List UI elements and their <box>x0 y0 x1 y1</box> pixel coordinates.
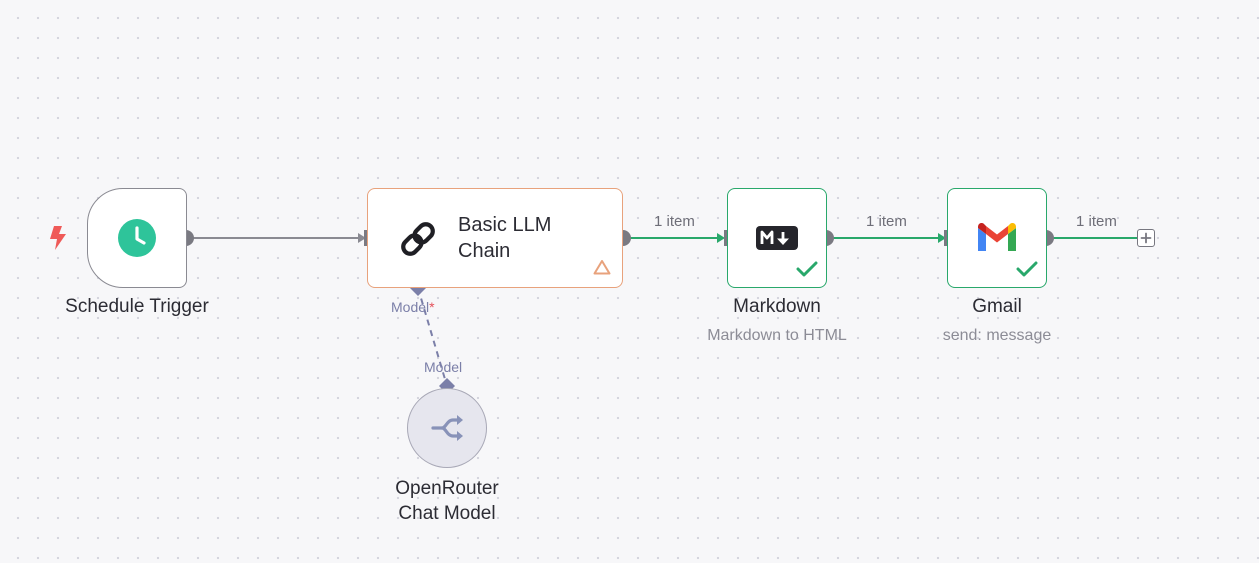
openrouter-label-line2: Chat Model <box>398 503 496 524</box>
model-input-label-text: Model <box>391 299 430 315</box>
openrouter-label-line1: OpenRouter <box>395 478 499 499</box>
openrouter-chat-model-node[interactable] <box>407 388 487 468</box>
edge-arrowhead <box>358 233 366 243</box>
basic-llm-chain-node[interactable]: Basic LLM Chain <box>367 188 623 288</box>
edge-label-gmail-output: 1 item <box>1076 213 1117 230</box>
required-asterisk: * <box>429 299 435 315</box>
openrouter-label: OpenRouter Chat Model <box>357 476 537 526</box>
basic-llm-chain-title: Basic LLM Chain <box>458 214 552 262</box>
plus-icon <box>1140 232 1152 244</box>
schedule-trigger-label: Schedule Trigger <box>65 296 209 317</box>
gmail-label: Gmail <box>972 296 1022 317</box>
warning-triangle-icon[interactable] <box>593 259 611 275</box>
markdown-subtitle: Markdown to HTML <box>707 327 847 344</box>
success-check-icon <box>796 261 818 277</box>
model-output-label: Model <box>424 359 463 375</box>
edge-arrowhead <box>717 233 725 243</box>
lightning-bolt-icon <box>48 225 68 251</box>
edge-label-llm-markdown: 1 item <box>654 213 695 230</box>
gmail-subtitle: send: message <box>942 327 1052 344</box>
model-input-label: Model* <box>391 299 435 315</box>
markdown-icon <box>756 226 798 250</box>
clock-icon <box>117 218 157 258</box>
edge-label-markdown-gmail: 1 item <box>866 213 907 230</box>
gmail-node[interactable] <box>947 188 1047 288</box>
markdown-node[interactable] <box>727 188 827 288</box>
openrouter-icon <box>428 411 466 445</box>
edge-arrowhead <box>938 233 946 243</box>
schedule-trigger-node[interactable] <box>87 188 187 288</box>
add-node-button[interactable] <box>1137 229 1155 247</box>
markdown-label: Markdown <box>733 296 821 317</box>
success-check-icon <box>1016 261 1038 277</box>
link-chain-icon <box>396 217 440 261</box>
gmail-icon <box>977 222 1017 254</box>
